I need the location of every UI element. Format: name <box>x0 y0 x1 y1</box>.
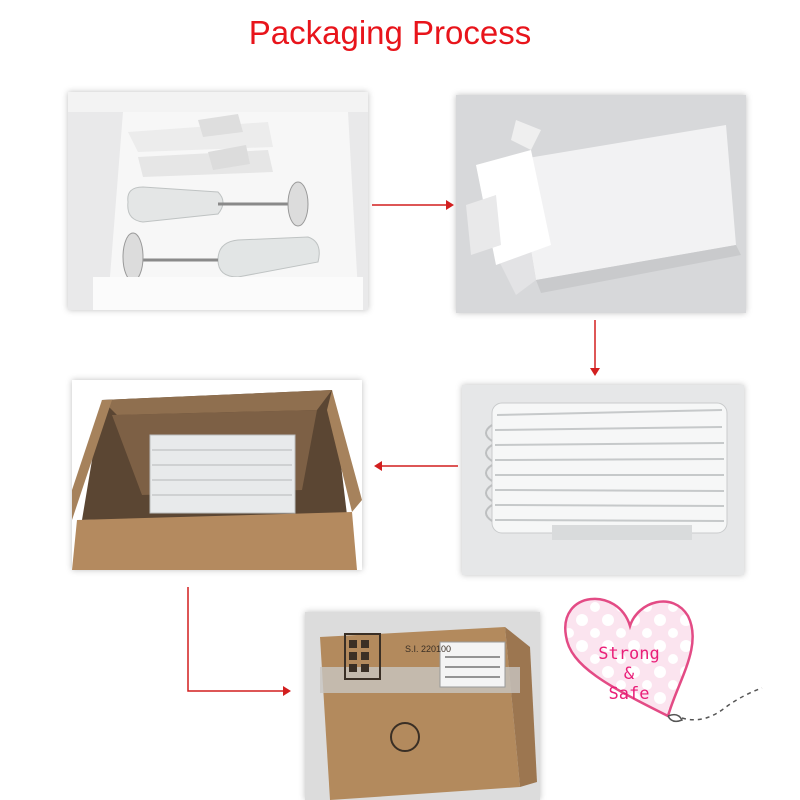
heart-text-strong: Strong <box>598 644 660 664</box>
step-3-photo-air-column-bag <box>462 385 744 575</box>
heart-icon <box>564 597 763 723</box>
heart-text-and: & <box>623 664 635 684</box>
box-code-text: S.I. 220100 <box>405 644 451 654</box>
step-1-photo-glasses-in-foam <box>68 92 368 310</box>
arrow-step4-to-step5 <box>187 587 291 696</box>
arrow-step1-to-step2 <box>372 200 454 210</box>
arrow-step3-to-step4 <box>374 461 458 471</box>
arrow-step2-to-step3 <box>590 320 600 376</box>
page-title: Packaging Process <box>248 14 532 51</box>
step-4-photo-open-carton <box>72 380 362 570</box>
heart-text-safe: Safe <box>608 684 650 704</box>
step-2-photo-white-box <box>456 95 746 313</box>
strong-safe-heart: Strong & Safe <box>548 586 788 736</box>
step-5-photo-sealed-carton: S.I. 220100 <box>305 612 540 800</box>
